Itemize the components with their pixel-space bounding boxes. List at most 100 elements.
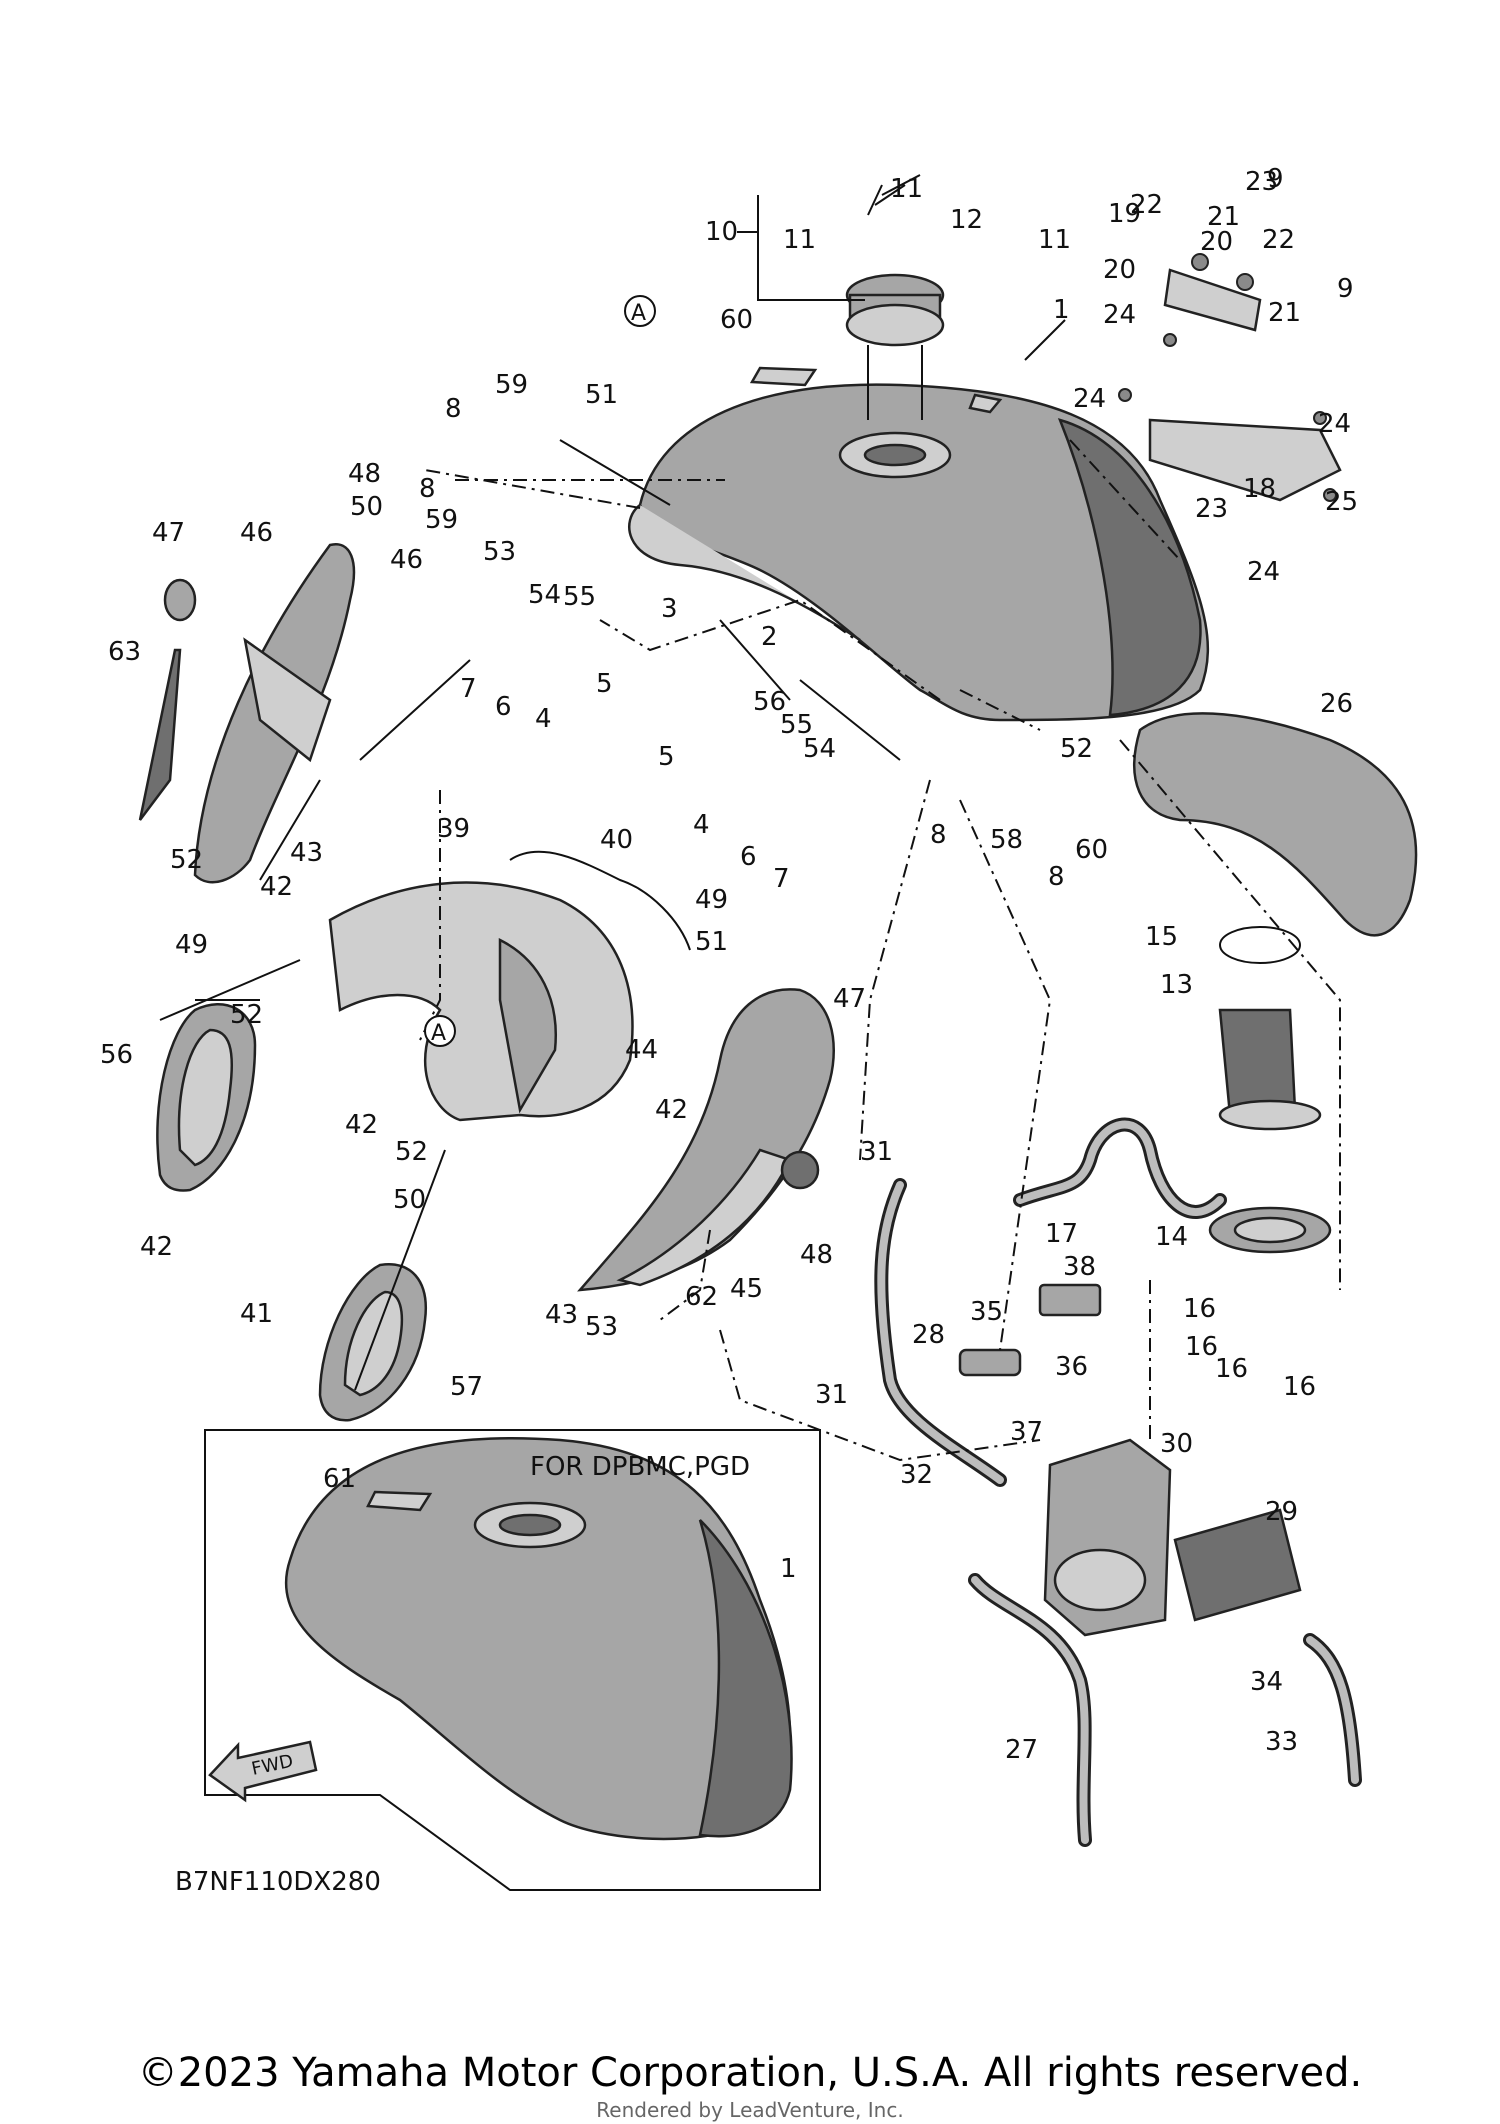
callout: 25 (1325, 487, 1358, 517)
callout: 43 (545, 1300, 578, 1330)
callout: 34 (1250, 1667, 1283, 1697)
callout: 24 (1318, 409, 1351, 439)
callout: 8 (419, 474, 436, 504)
callout: 53 (483, 537, 516, 567)
callout: 6 (740, 842, 757, 872)
callout: 52 (230, 1000, 263, 1030)
callout: 23 (1245, 167, 1278, 197)
ref-marker-a-bottom: A (424, 1015, 456, 1047)
callout: 57 (450, 1372, 483, 1402)
callout: 22 (1130, 190, 1163, 220)
callout: 7 (773, 864, 790, 894)
callout: 5 (596, 669, 613, 699)
callout: 11 (783, 225, 816, 255)
svg-text:A: A (431, 1021, 446, 1046)
callout: 8 (445, 394, 462, 424)
callout: 39 (437, 814, 470, 844)
callout: 49 (175, 930, 208, 960)
callout: 63 (108, 637, 141, 667)
callout: 42 (655, 1095, 688, 1125)
cap-47-left (163, 578, 197, 622)
callout: 48 (800, 1240, 833, 1270)
callout: 56 (753, 687, 786, 717)
callout: 9 (1337, 274, 1354, 304)
leader-lines (159, 195, 1341, 1462)
callout: 59 (495, 370, 528, 400)
callout: 60 (1075, 835, 1108, 865)
callout: 41 (240, 1299, 273, 1329)
callout: 4 (693, 810, 710, 840)
callout: 45 (730, 1274, 763, 1304)
callout: 59 (425, 505, 458, 535)
inset-caption: FOR DPBMC,PGD (530, 1452, 750, 1482)
callout: 44 (625, 1035, 658, 1065)
callout: 42 (345, 1110, 378, 1140)
decal-63 (968, 393, 1003, 414)
callout: 52 (1060, 734, 1093, 764)
callout: 47 (152, 518, 185, 548)
callout: 21 (1268, 298, 1301, 328)
callout: 18 (1243, 474, 1276, 504)
callout: 42 (140, 1232, 173, 1262)
callout: 8 (1048, 862, 1065, 892)
callout: 4 (535, 704, 552, 734)
callout: 7 (460, 674, 477, 704)
callout: 38 (1063, 1252, 1096, 1282)
callout: 43 (290, 838, 323, 868)
callout: 52 (395, 1137, 428, 1167)
callout: 47 (833, 984, 866, 1014)
label-decal-60-inset (366, 1490, 433, 1512)
canister-assembly (1043, 1438, 1302, 1637)
callout: 46 (240, 518, 273, 548)
callout: 58 (990, 825, 1023, 855)
bracket-39 (509, 850, 691, 951)
callout: 11 (1038, 225, 1071, 255)
fwd-arrow-icon: FWD (208, 1740, 318, 1803)
bracket-assembly (1118, 253, 1342, 502)
callout: 56 (100, 1040, 133, 1070)
callout: 36 (1055, 1352, 1088, 1382)
callout: 33 (1265, 1727, 1298, 1757)
callout: 21 (1207, 202, 1240, 232)
cover-38 (328, 881, 634, 1122)
svg-text:A: A (631, 301, 646, 326)
copyright-notice: ©2023 Yamaha Motor Corporation, U.S.A. A… (137, 2050, 1363, 2096)
callout: 50 (350, 492, 383, 522)
callout: 37 (1010, 1417, 1043, 1447)
callout: 32 (900, 1460, 933, 1490)
diagram-code: B7NF110DX280 (175, 1867, 381, 1897)
callout: 31 (815, 1380, 848, 1410)
callout: 50 (393, 1185, 426, 1215)
callout: 29 (1265, 1497, 1298, 1527)
callout: 16 (1283, 1372, 1316, 1402)
callout: 1 (1053, 295, 1070, 325)
callout: 61 (323, 1464, 356, 1494)
callout-labels: 1 1 2 3 4 4 5 5 6 6 7 7 8 8 8 8 9 9 10 1… (100, 164, 1358, 1765)
callout: 51 (695, 927, 728, 957)
callout: 42 (260, 872, 293, 902)
label-decal-60 (749, 366, 818, 387)
callout: 53 (585, 1312, 618, 1342)
callout: 23 (1195, 494, 1228, 524)
callout: 40 (600, 825, 633, 855)
callout: 9 (1267, 164, 1284, 194)
callout: 30 (1160, 1429, 1193, 1459)
callout: 16 (1185, 1332, 1218, 1362)
callout: 8 (930, 820, 947, 850)
part-37 (1038, 1283, 1102, 1317)
inset-variant-box (204, 1429, 821, 1891)
callout: 24 (1247, 557, 1280, 587)
callout: 14 (1155, 1222, 1188, 1252)
callout: 17 (1045, 1219, 1078, 1249)
callout: 1 (780, 1554, 797, 1584)
cap-47-right (780, 1150, 820, 1190)
callout: 20 (1103, 255, 1136, 285)
callout: 51 (585, 380, 618, 410)
fuel-cap-assembly (845, 174, 945, 420)
callout: 13 (1160, 970, 1193, 1000)
callout: 55 (780, 710, 813, 740)
callout: 12 (950, 205, 983, 235)
callout: 11 (890, 174, 923, 204)
fuel-pump-assembly (1208, 926, 1332, 1254)
callout: 27 (1005, 1735, 1038, 1765)
